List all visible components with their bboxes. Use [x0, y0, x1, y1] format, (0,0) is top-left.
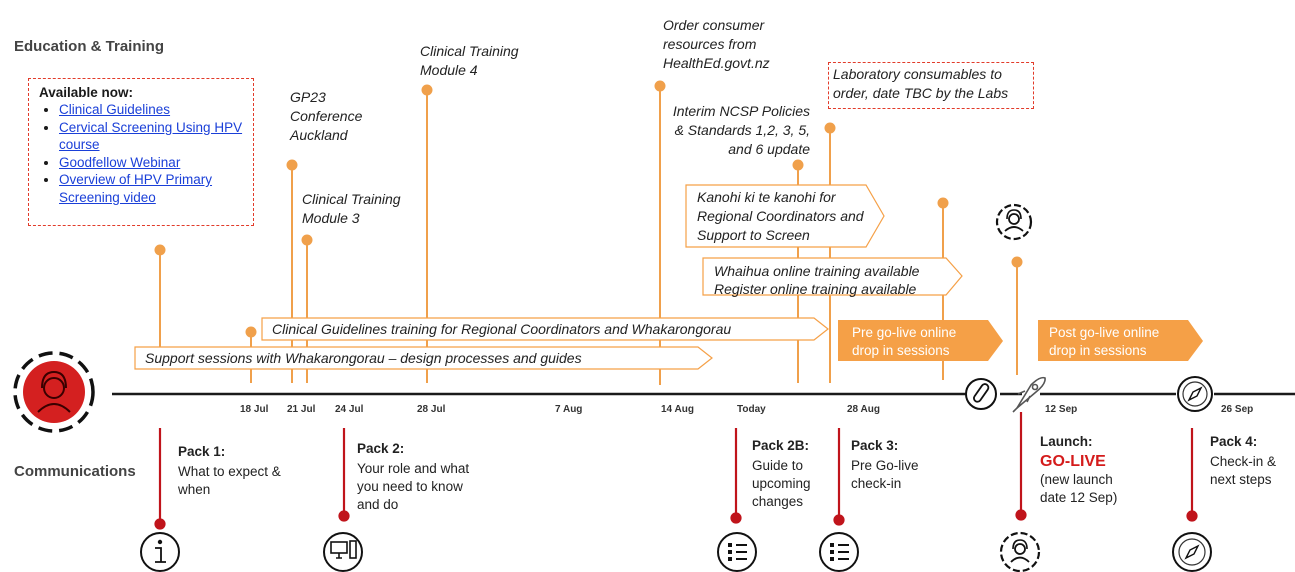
clinical-guidelines-banner-text: Clinical Guidelines training for Regiona…	[272, 321, 732, 337]
pack-2b: Pack 2B: Guide to upcoming changes	[752, 437, 826, 511]
date-label: 26 Sep	[1221, 404, 1254, 415]
lab-consumables-box: Laboratory consumables to order, date TB…	[828, 62, 1034, 109]
date-label: 21 Jul	[287, 404, 316, 415]
launch-body: (new launch date 12 Sep)	[1040, 472, 1118, 505]
post-golive-banner	[1038, 320, 1203, 361]
launch-pack: Launch: GO-LIVE (new launch date 12 Sep)	[1040, 433, 1140, 507]
date-label: 18 Jul	[240, 404, 269, 415]
compass-icon	[1177, 376, 1213, 412]
pack-4-body: Check-in & next steps	[1210, 454, 1277, 487]
ncsp-policies-text: Interim NCSP Policies & Standards 1,2, 3…	[672, 103, 810, 157]
clinical-guidelines-banner	[261, 317, 829, 341]
lab-consumables-text: Laboratory consumables to order, date TB…	[833, 66, 1009, 101]
pack-2: Pack 2: Your role and what you need to k…	[357, 440, 479, 514]
clinical-training-module-4-text: Clinical Training Module 4	[420, 43, 519, 78]
kanohi-banner-text: Kanohi ki te kanohi for Regional Coordin…	[697, 189, 864, 243]
golive-highlight: GO-LIVE	[1040, 453, 1106, 470]
date-label: 28 Jul	[417, 404, 446, 415]
pack-4-title: Pack 4:	[1210, 434, 1258, 449]
list-icon	[819, 532, 859, 572]
rocket-icon	[1012, 376, 1046, 413]
date-label: 24 Jul	[335, 404, 364, 415]
pack-2-body: Your role and what you need to know and …	[357, 461, 470, 512]
pack-4: Pack 4: Check-in & next steps	[1210, 433, 1292, 489]
available-now-heading: Available now:	[39, 85, 134, 100]
test-tube-icon	[965, 378, 997, 410]
date-label: 14 Aug	[661, 404, 694, 415]
kanohi-banner	[685, 184, 885, 248]
goodfellow-webinar-link[interactable]: Goodfellow Webinar	[59, 154, 181, 170]
launch-title: Launch:	[1040, 434, 1093, 449]
computer-icon	[323, 532, 363, 572]
clinical-guidelines-link[interactable]: Clinical Guidelines	[59, 102, 171, 117]
cervical-screening-course-link[interactable]: Cervical Screening Using HPV course	[59, 119, 243, 153]
pack-1-title: Pack 1:	[178, 444, 226, 459]
gp23-conference-text: GP23 Conference Auckland	[290, 89, 363, 143]
pack-2b-title: Pack 2B:	[752, 438, 810, 453]
support-sessions-banner-text: Support sessions with Whakarongorau – de…	[145, 350, 582, 366]
pack-2-title: Pack 2:	[357, 441, 405, 456]
marker-available	[154, 244, 166, 256]
list-item: Clinical Guidelines	[59, 101, 245, 119]
support-sessions-banner	[134, 346, 713, 370]
list-item: Overview of HPV Primary Screening video	[59, 171, 245, 206]
pack-3: Pack 3: Pre Go-live check-in	[851, 437, 935, 493]
info-icon	[140, 532, 180, 572]
pack-3-title: Pack 3:	[851, 438, 899, 453]
pre-golive-banner-text: Pre go-live online drop in sessions	[852, 325, 957, 358]
pack-1: Pack 1: What to expect & when	[178, 443, 298, 499]
pack-1-body: What to expect & when	[178, 464, 281, 497]
compass-icon	[1172, 532, 1212, 572]
date-label-today: Today	[737, 404, 766, 415]
headset-person-icon	[13, 351, 95, 433]
date-label: 7 Aug	[555, 404, 583, 415]
order-resources-text: Order consumer resources from HealthEd.g…	[663, 17, 770, 71]
support-person-icon	[999, 531, 1041, 572]
education-training-label: Education & Training	[14, 38, 165, 55]
list-item: Goodfellow Webinar	[59, 154, 245, 172]
whaihua-banner	[702, 257, 963, 296]
date-label: 28 Aug	[847, 404, 880, 415]
pre-golive-banner	[838, 320, 1003, 361]
list-icon	[717, 532, 757, 572]
available-now-box: Available now: Clinical Guidelines Cervi…	[28, 78, 254, 226]
communications-label: Communications	[14, 463, 136, 480]
whaihua-banner-text: Whaihua online training available Regist…	[714, 263, 920, 297]
date-label: 12 Sep	[1045, 404, 1078, 415]
support-person-icon	[995, 203, 1033, 241]
post-golive-banner-text: Post go-live online drop in sessions	[1049, 325, 1160, 358]
list-item: Cervical Screening Using HPV course	[59, 119, 245, 154]
clinical-training-module-3-text: Clinical Training Module 3	[302, 191, 401, 226]
pack-2b-body: Guide to upcoming changes	[752, 458, 811, 509]
pack-3-body: Pre Go-live check-in	[851, 458, 919, 491]
available-links-list: Clinical Guidelines Cervical Screening U…	[39, 101, 245, 206]
hpv-screening-video-link[interactable]: Overview of HPV Primary Screening video	[59, 172, 213, 205]
